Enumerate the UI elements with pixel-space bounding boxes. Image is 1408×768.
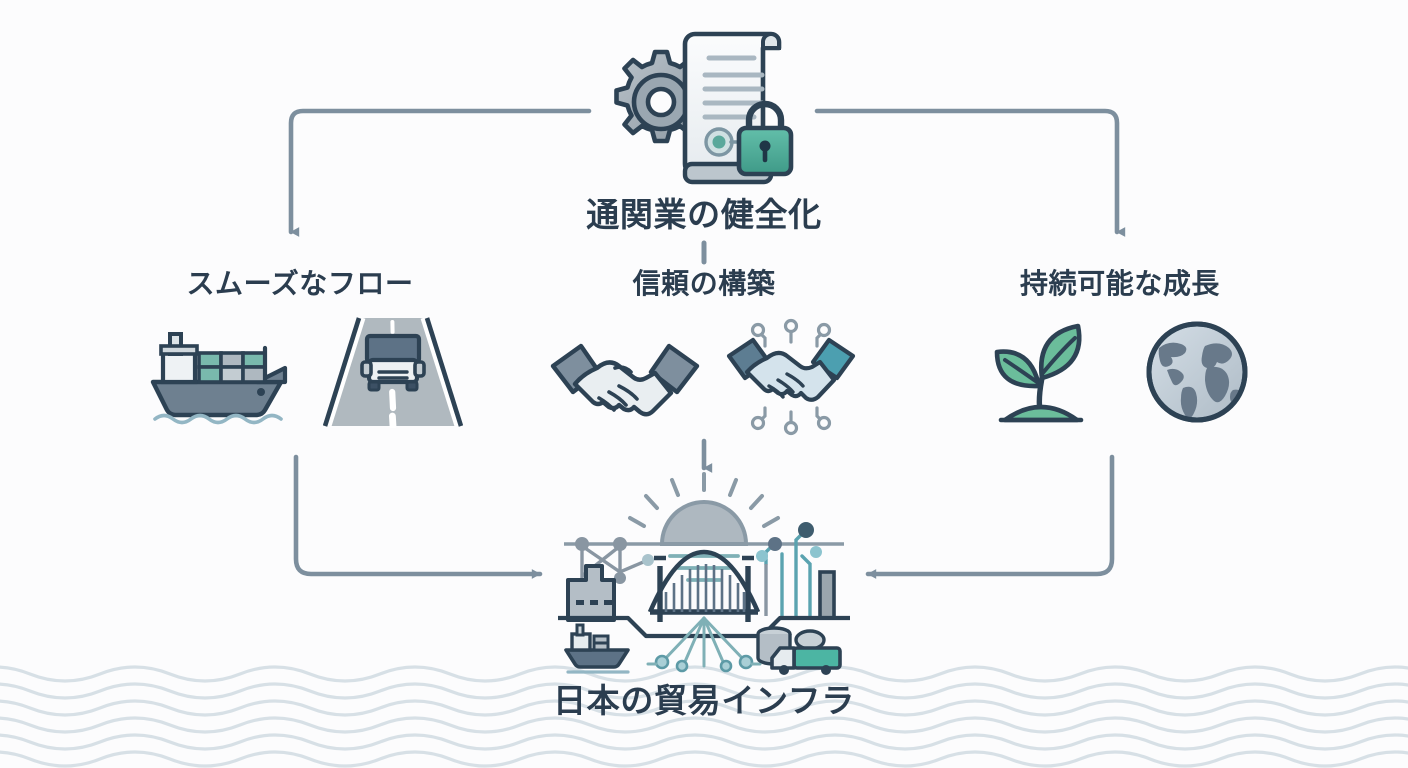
truck-road-icon bbox=[322, 316, 464, 430]
branch-flow-icons bbox=[137, 316, 464, 430]
branch-trust-icons bbox=[547, 316, 861, 436]
handshake-icon bbox=[547, 332, 703, 436]
node-trust-building[interactable]: 信頼の構築 bbox=[520, 268, 888, 436]
digital-handshake-icon bbox=[721, 316, 861, 436]
sprout-icon bbox=[987, 316, 1097, 428]
branch-flow-label: スムーズなフロー bbox=[186, 268, 414, 299]
node-japan-trade-infrastructure[interactable]: 日本の貿易インフラ bbox=[484, 468, 924, 720]
globe-icon bbox=[1141, 316, 1253, 428]
branch-trust-label: 信頼の構築 bbox=[632, 268, 776, 299]
bottom-node-label: 日本の貿易インフラ bbox=[553, 682, 855, 719]
branch-growth-label: 持続可能な成長 bbox=[1020, 268, 1220, 299]
top-node-label: 通関業の健全化 bbox=[586, 196, 822, 233]
gear-document-lock-icon bbox=[599, 18, 809, 188]
container-ship-icon bbox=[137, 320, 305, 428]
node-smooth-flow[interactable]: スムーズなフロー bbox=[120, 268, 480, 430]
trade-infrastructure-icon bbox=[544, 468, 864, 678]
node-customs-soundness[interactable]: 通関業の健全化 bbox=[504, 18, 904, 234]
branch-growth-icons bbox=[987, 316, 1253, 428]
node-sustainable-growth[interactable]: 持続可能な成長 bbox=[940, 268, 1300, 428]
